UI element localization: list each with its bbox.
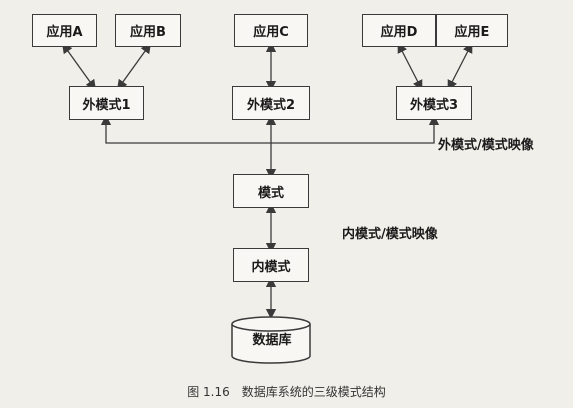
line-appB-ext1: [116, 42, 152, 91]
line-appE-ext3: [447, 42, 473, 91]
database-label: 数据库: [252, 333, 292, 348]
line-appD-ext3: [397, 42, 423, 91]
app-box-b: 应用B: [115, 14, 181, 47]
external-schema-box-1: 外模式1: [69, 86, 144, 120]
app-box-c: 应用C: [234, 14, 308, 47]
app-box-e: 应用E: [436, 14, 508, 47]
figure-caption: 图 1.16 数据库系统的三级模式结构: [187, 385, 386, 399]
app-box-a: 应用A: [32, 14, 97, 47]
external-schema-box-3: 外模式3: [396, 86, 472, 120]
external-schema-mapping-label: 外模式/模式映像: [438, 138, 534, 153]
external-schema-box-2: 外模式2: [232, 86, 310, 120]
line-appA-ext1: [61, 42, 97, 91]
schema-box: 模式: [233, 174, 309, 208]
database-cylinder: [231, 316, 311, 364]
internal-schema-box: 内模式: [233, 248, 309, 282]
line-ext1-schema: [100, 114, 271, 144]
line-ext3-schema: [271, 114, 440, 144]
internal-schema-mapping-label: 内模式/模式映像: [342, 227, 438, 242]
app-box-d: 应用D: [362, 14, 436, 47]
